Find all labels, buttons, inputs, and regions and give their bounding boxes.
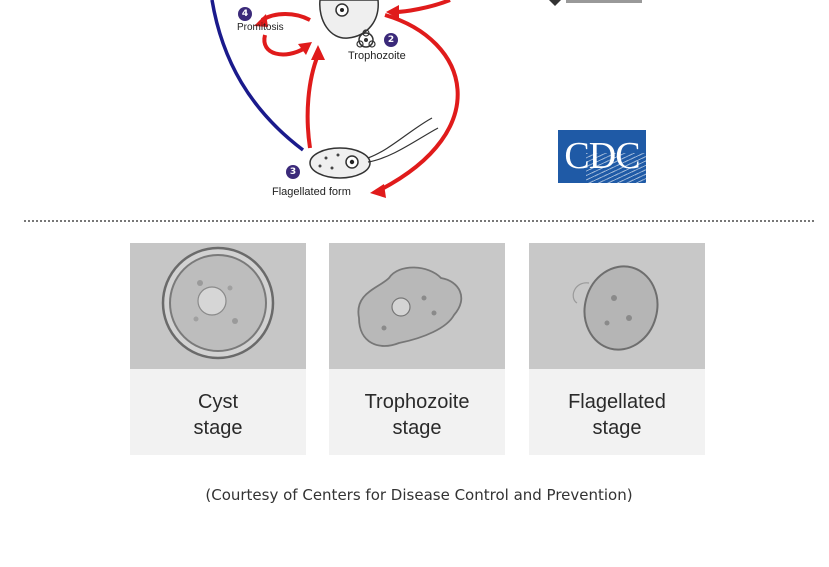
label-trophozoite: Trophozoite (348, 50, 406, 62)
promitosis-arrowhead (298, 42, 312, 55)
cycle-arrow-top (394, 0, 451, 14)
cyst-caption-line2: stage (193, 417, 243, 439)
promitosis-arrowhead-back (254, 14, 268, 27)
promitosis-arrow-back (260, 12, 311, 22)
flagellated-caption-line1: Flagellated (568, 391, 666, 413)
diagnostic-stage-icon (549, 0, 642, 6)
cycle-arrow-up (305, 54, 320, 149)
promitosis-arrow (262, 34, 307, 57)
cycle-arrowhead-up (311, 45, 325, 60)
step-badge-flagellated: 3 (286, 165, 300, 179)
trophozoite-micrograph (329, 243, 505, 369)
cdc-logo-text: CDC (564, 135, 640, 177)
trophozoite-caption-line1: Trophozoite (364, 391, 470, 413)
infective-path-line (210, 0, 305, 152)
cycle-arrowhead-flagellated (370, 184, 386, 198)
step-badge-promitosis: 4 (238, 7, 252, 21)
stage-panel-flagellated: Flagellated stage (529, 243, 705, 455)
stage-panel-cyst: Cyst stage (130, 243, 306, 455)
cyst-micrograph (130, 243, 306, 369)
trophozoite-caption-line2: stage (392, 417, 442, 439)
divider (24, 220, 814, 222)
stage-panel-trophozoite: Trophozoite stage (329, 243, 505, 455)
label-flagellated-form: Flagellated form (272, 186, 351, 198)
flagellated-caption-line2: stage (592, 417, 642, 439)
step-badge-trophozoite: 2 (384, 33, 398, 47)
label-promitosis: Promitosis (237, 22, 284, 33)
cyst-caption-line1: Cyst (198, 391, 238, 413)
flagellated-form-cell (309, 117, 439, 179)
trophozoite-cell (319, 0, 379, 39)
cdc-logo: CDC (558, 130, 646, 183)
flagellated-micrograph (529, 243, 705, 369)
cycle-arrowhead-top (386, 5, 399, 19)
cycle-arrow-right (379, 13, 460, 192)
biohazard-icon (356, 29, 376, 48)
life-cycle-diagram (210, 0, 642, 198)
courtesy-caption: (Courtesy of Centers for Disease Control… (205, 486, 633, 504)
